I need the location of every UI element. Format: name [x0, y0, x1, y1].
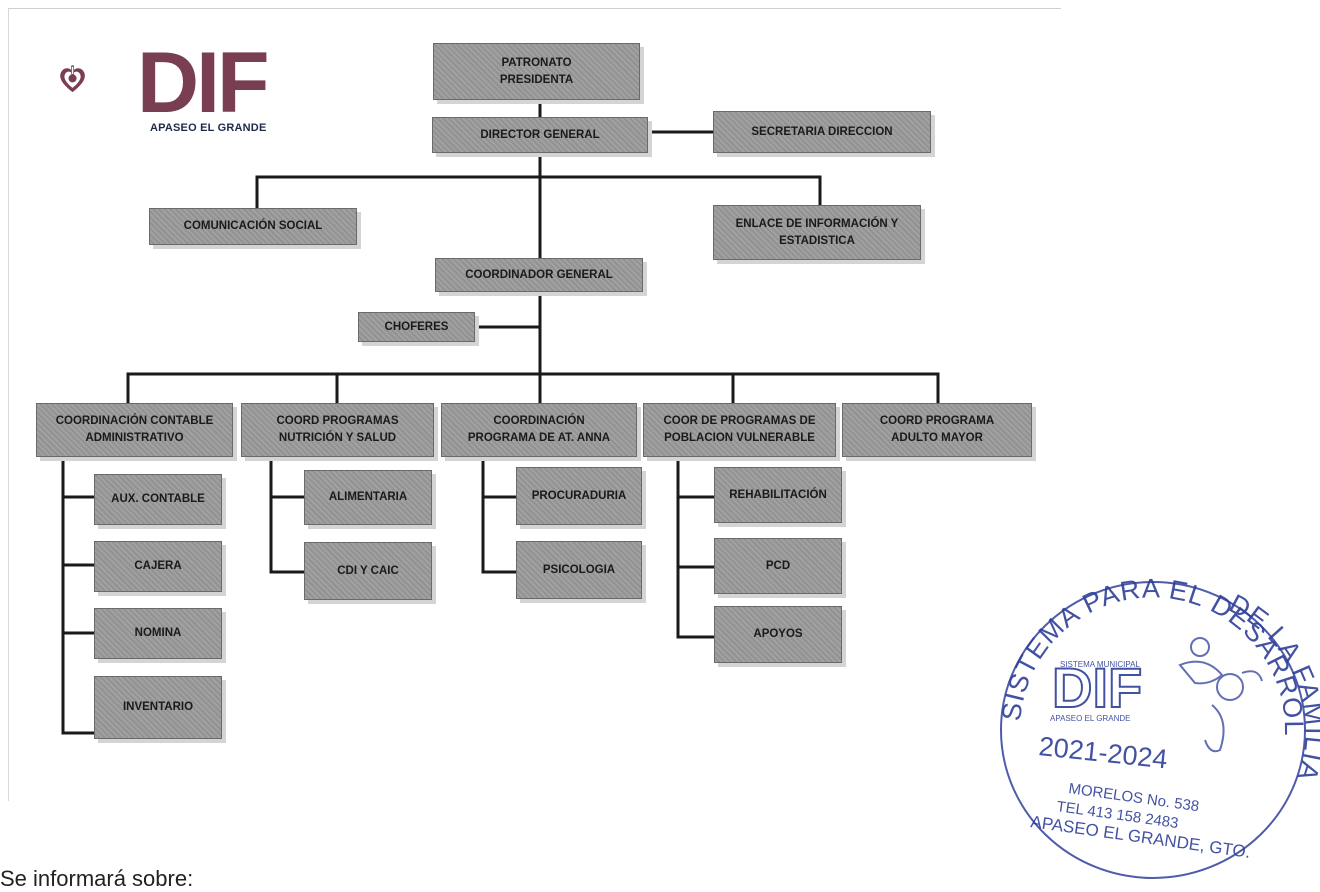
logo-subtitle: APASEO EL GRANDE — [150, 122, 267, 134]
box-dept-adulto-mayor: COORD PROGRAMA ADULTO MAYOR — [842, 403, 1032, 457]
box-choferes: CHOFERES — [358, 312, 475, 342]
svg-text:SISTEMA MUNICIPAL: SISTEMA MUNICIPAL — [1060, 660, 1140, 669]
footer-text: Se informará sobre: — [0, 866, 194, 891]
box-apoyos: APOYOS — [714, 606, 842, 663]
box-rehabilitacion: REHABILITACIÓN — [714, 467, 842, 523]
cdi-caic-label: CDI Y CAIC — [337, 564, 399, 577]
psicologia-label: PSICOLOGIA — [542, 563, 616, 576]
rehabilitacion-label: REHABILITACIÓN — [729, 488, 827, 501]
svg-text:SISTEMA PARA EL DESARROLLO INT: SISTEMA PARA EL DESARROLLO INTEGRAL — [990, 555, 1309, 737]
nomina-label: NOMINA — [134, 627, 182, 639]
box-dept-contable: COORDINACIÓN CONTABLE ADMINISTRATIVO — [36, 403, 233, 457]
box-director-general: DIRECTOR GENERAL — [432, 117, 648, 153]
dept-contable-line1: COORDINACIÓN CONTABLE — [55, 415, 214, 427]
svg-text:DIF: DIF — [1052, 656, 1142, 719]
box-coordinador-label: COORDINADOR GENERAL — [465, 268, 613, 281]
box-psicologia: PSICOLOGIA — [516, 541, 642, 599]
dept-vulnerable-line2: POBLACION VULNERABLE — [664, 432, 815, 444]
aux-contable-label: AUX. CONTABLE — [111, 493, 205, 505]
inventario-label: INVENTARIO — [122, 701, 194, 713]
box-dept-nutricion: COORD PROGRAMAS NUTRICIÓN Y SALUD — [241, 403, 434, 457]
cajera-label: CAJERA — [134, 560, 182, 572]
box-coordinador-general: COORDINADOR GENERAL — [435, 258, 643, 292]
box-patronato-line2: PRESIDENTA — [499, 73, 574, 86]
dept-anna-line1: COORDINACIÓN — [493, 415, 585, 427]
pcd-label: PCD — [765, 559, 791, 572]
logo-word: DIF — [137, 35, 270, 131]
box-director-label: DIRECTOR GENERAL — [480, 128, 600, 141]
box-alimentaria: ALIMENTARIA — [304, 470, 432, 525]
box-procuraduria: PROCURADURIA — [516, 467, 642, 525]
svg-text:2021-2024: 2021-2024 — [1037, 731, 1169, 774]
box-aux-contable: AUX. CONTABLE — [94, 474, 222, 525]
box-enlace-line1: ENLACE DE INFORMACIÓN Y — [735, 217, 899, 230]
official-seal-stamp: SISTEMA PARA EL DESARROLLO INTEGRAL DE L… — [990, 555, 1320, 879]
chart-frame — [8, 8, 1061, 801]
box-patronato: PATRONATO PRESIDENTA — [433, 43, 640, 100]
dif-logo-heart-icon — [60, 65, 85, 93]
box-enlace: ENLACE DE INFORMACIÓN Y ESTADISTICA — [713, 205, 921, 260]
dept-contable-line2: ADMINISTRATIVO — [85, 432, 184, 444]
svg-text:APASEO EL GRANDE: APASEO EL GRANDE — [1050, 714, 1130, 723]
box-cajera: CAJERA — [94, 541, 222, 592]
box-nomina: NOMINA — [94, 608, 222, 659]
dept-anna-line2: PROGRAMA DE AT. ANNA — [467, 432, 611, 444]
box-enlace-line2: ESTADISTICA — [779, 234, 855, 247]
box-cdi-caic: CDI Y CAIC — [304, 542, 432, 600]
apoyos-label: APOYOS — [753, 628, 803, 640]
box-patronato-line1: PATRONATO — [501, 56, 572, 69]
org-connectors — [61, 98, 940, 735]
box-inventario: INVENTARIO — [94, 676, 222, 739]
dept-nutricion-line1: COORD PROGRAMAS — [276, 415, 399, 427]
dept-adulto-line1: COORD PROGRAMA — [879, 415, 995, 427]
procuraduria-label: PROCURADURIA — [531, 489, 627, 502]
box-secretaria-label: SECRETARIA DIRECCION — [751, 125, 893, 138]
box-comunicacion: COMUNICACIÓN SOCIAL — [149, 208, 357, 245]
box-pcd: PCD — [714, 538, 842, 594]
box-choferes-label: CHOFERES — [384, 320, 449, 333]
dept-nutricion-line2: NUTRICIÓN Y SALUD — [278, 432, 397, 444]
dept-adulto-line2: ADULTO MAYOR — [891, 432, 983, 444]
box-comunicacion-label: COMUNICACIÓN SOCIAL — [183, 220, 323, 232]
box-secretaria: SECRETARIA DIRECCION — [713, 111, 931, 153]
box-dept-vulnerable: COOR DE PROGRAMAS DE POBLACION VULNERABL… — [643, 403, 836, 457]
dept-vulnerable-line1: COOR DE PROGRAMAS DE — [663, 415, 816, 427]
alimentaria-label: ALIMENTARIA — [328, 491, 408, 503]
box-dept-anna: COORDINACIÓN PROGRAMA DE AT. ANNA — [441, 403, 637, 457]
